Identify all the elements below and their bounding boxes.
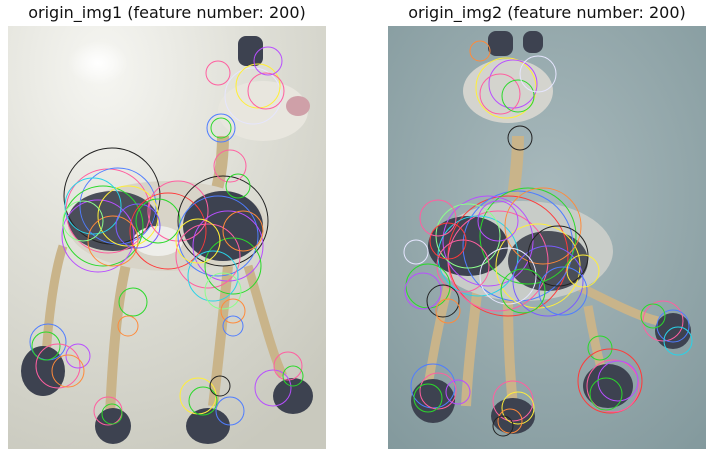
right-image-panel: [388, 26, 706, 449]
left-keypoint-markers: [29, 46, 304, 426]
right-image-title: origin_img2 (feature number: 200): [408, 3, 686, 22]
left-image-title: origin_img1 (feature number: 200): [28, 3, 306, 22]
left-image-panel: [8, 26, 326, 449]
light-glare: [68, 41, 128, 85]
left-image-canvas: [8, 26, 326, 449]
right-keypoint-markers: [403, 40, 693, 437]
right-image-canvas: [388, 26, 706, 449]
